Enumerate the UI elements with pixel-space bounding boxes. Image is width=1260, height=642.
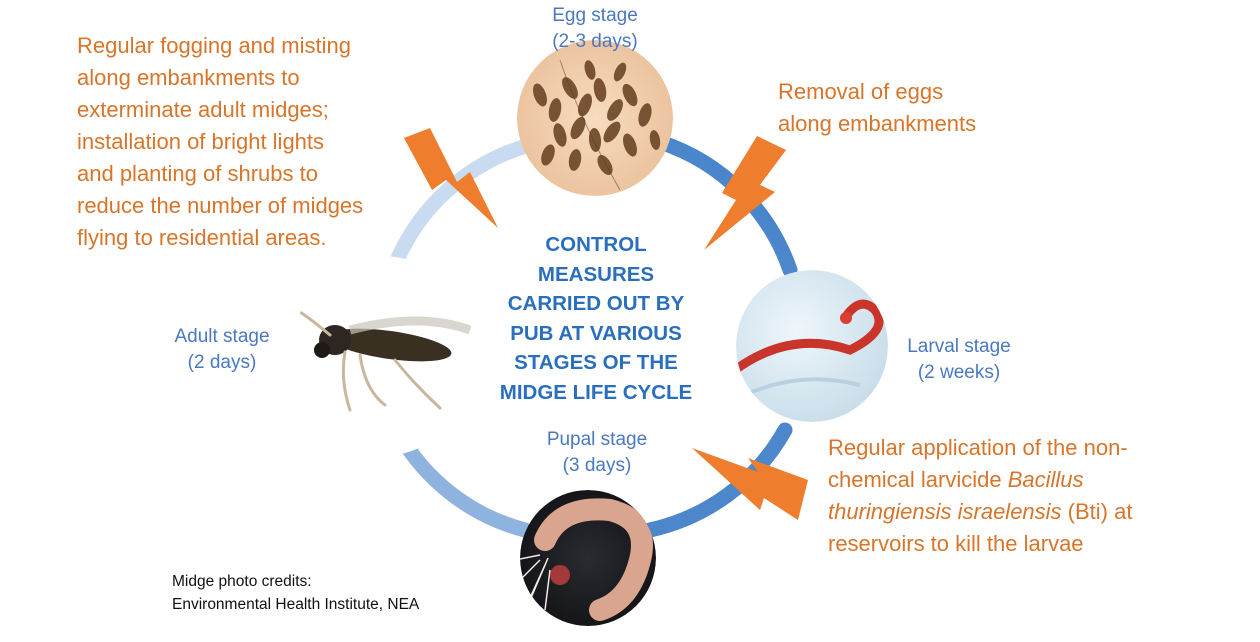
measure-line: Removal of eggs	[778, 79, 944, 104]
adult-stage-duration: (2 days)	[187, 352, 257, 373]
lightning-bolt-egg	[704, 136, 786, 250]
larval-stage-name: Larval stage	[907, 336, 1011, 357]
species-name: thuringiensis israelensis	[828, 499, 1062, 524]
adult-stage-label: Adult stage (2 days)	[147, 324, 297, 376]
egg-photo	[517, 40, 673, 196]
measure-line: and planting of shrubs to	[77, 161, 318, 186]
pupal-stage-label: Pupal stage (3 days)	[522, 427, 672, 479]
credit-line: Environmental Health Institute, NEA	[172, 596, 420, 613]
lightning-bolt-larval	[692, 448, 808, 520]
photo-credits: Midge photo credits: Environmental Healt…	[172, 570, 512, 616]
species-name: Bacillus	[1007, 467, 1084, 492]
adult-stage-name: Adult stage	[174, 326, 270, 347]
measure-line: flying to residential areas.	[77, 225, 327, 250]
measure-line: exterminate adult midges;	[77, 97, 329, 122]
egg-stage-label: Egg stage (2-3 days)	[520, 3, 670, 55]
measure-line: installation of bright lights	[77, 129, 325, 154]
center-title-line: CARRIED OUT BY	[507, 292, 685, 315]
measure-line: chemical larvicide Bacillus	[828, 464, 1228, 496]
larval-stage-duration: (2 weeks)	[917, 362, 1001, 383]
center-title-line: MEASURES	[537, 262, 655, 286]
measure-line: along embankments to	[77, 65, 300, 90]
egg-stage-duration: (2-3 days)	[552, 31, 638, 52]
measure-text: (Bti) at	[1061, 499, 1133, 524]
adult-control-measure: Regular fogging and misting along embank…	[77, 30, 437, 254]
measure-line: Regular fogging and misting	[77, 33, 351, 58]
center-title-line: PUB AT VARIOUS	[510, 321, 682, 345]
lightning-bolt-adult	[404, 128, 498, 228]
egg-stage-name: Egg stage	[552, 5, 638, 26]
measure-text: chemical larvicide	[828, 467, 1008, 492]
credit-line: Midge photo credits:	[172, 573, 312, 590]
pupal-stage-name: Pupal stage	[546, 429, 648, 450]
egg-control-measure: Removal of eggs along embankments	[778, 76, 1058, 140]
center-title-line: STAGES OF THE	[514, 351, 678, 374]
center-title: CONTROL MEASURES CARRIED OUT BY PUB AT V…	[478, 230, 714, 407]
pupa-photo	[520, 490, 656, 626]
measure-line: thuringiensis israelensis (Bti) at	[828, 496, 1228, 528]
adult-midge-photo	[291, 256, 475, 456]
center-title-line: CONTROL	[545, 233, 647, 256]
measure-line: along embankments	[778, 111, 977, 136]
measure-line: reservoirs to kill the larvae	[828, 531, 1084, 556]
larval-stage-label: Larval stage (2 weeks)	[884, 334, 1034, 386]
center-title-line: MIDGE LIFE CYCLE	[499, 380, 693, 404]
measure-line: reduce the number of midges	[77, 193, 364, 218]
larva-photo	[736, 270, 888, 422]
larval-control-measure: Regular application of the non- chemical…	[828, 432, 1228, 560]
pupal-stage-duration: (3 days)	[562, 455, 632, 476]
measure-line: Regular application of the non-	[828, 435, 1128, 460]
